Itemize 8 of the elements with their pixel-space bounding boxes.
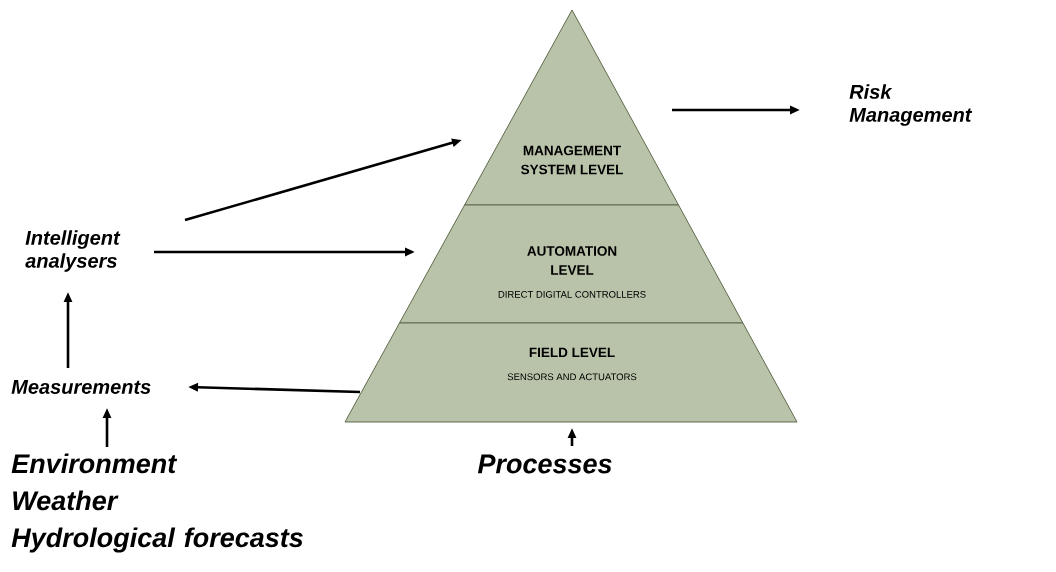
label-text: Measurements <box>11 380 151 394</box>
label-text: Risk Management <box>849 84 973 126</box>
pyramid-level: AUTOMATION LEVEL DIRECT DIGITAL CONTROLLERS <box>399 204 744 324</box>
pyramid-level: MANAGEMENT SYSTEM LEVEL <box>464 9 679 206</box>
label-text: Processes <box>477 454 612 474</box>
pyramid-level: FIELD LEVEL SENSORS AND ACTUATORS <box>344 322 798 423</box>
label-text: Intelligent analysers <box>25 230 121 272</box>
label-text: Environment Weather Hydrological forecasts <box>11 453 303 553</box>
